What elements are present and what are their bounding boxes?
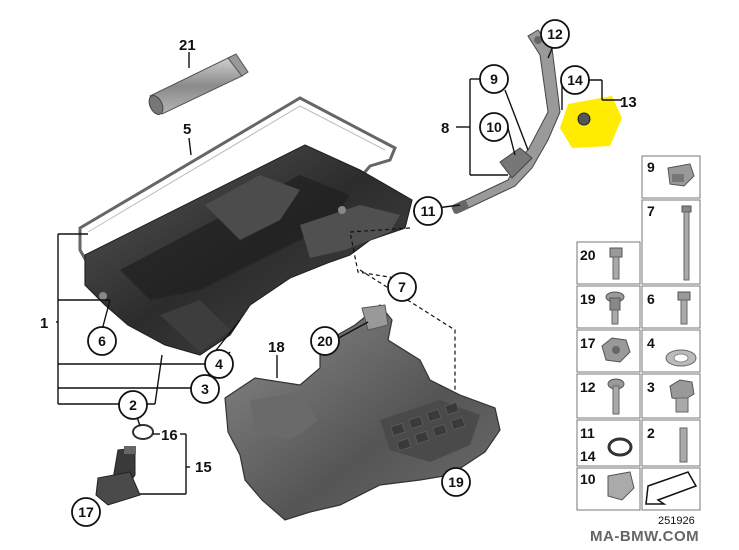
- label-18: 18: [268, 339, 285, 356]
- tube-part-21: [148, 53, 249, 115]
- label-21: 21: [179, 37, 196, 54]
- callout-9: 9: [479, 64, 509, 94]
- legend-label-12: 12: [580, 379, 596, 395]
- svg-text:9: 9: [490, 71, 498, 87]
- watermark: MA-BMW.COM: [590, 528, 699, 545]
- legend-label-14: 14: [580, 448, 596, 464]
- legend-label-2: 2: [647, 425, 655, 441]
- callout-11: 11: [413, 196, 443, 226]
- callout-7: 7: [387, 272, 417, 302]
- legend-label-19: 19: [580, 291, 596, 307]
- oring-part-16: [132, 424, 154, 440]
- collar-bolt-icon-19: [605, 291, 625, 325]
- dipstick-guide-part-8: [451, 29, 561, 214]
- svg-text:11: 11: [421, 203, 436, 219]
- oring-part-14: [577, 112, 591, 126]
- hardware-legend-table: [576, 155, 701, 511]
- label-13: 13: [620, 94, 637, 111]
- oil-pan-part-1: [84, 144, 413, 356]
- clip-icon-10: [607, 471, 635, 501]
- bolt-icon-20: [609, 247, 623, 280]
- leader-lines-part-15: [135, 413, 190, 495]
- legend-label-4: 4: [647, 335, 655, 351]
- svg-text:10: 10: [486, 119, 502, 135]
- legend-label-6: 6: [647, 291, 655, 307]
- svg-text:19: 19: [448, 474, 464, 490]
- washer-icon-4: [665, 349, 697, 367]
- oil-sensor-part-17: [95, 446, 141, 506]
- legend-label-9: 9: [647, 159, 655, 175]
- callout-2: 2: [118, 390, 148, 420]
- stud-bolt-icon-6: [677, 291, 691, 325]
- svg-text:6: 6: [98, 333, 106, 349]
- bolt-icon-12: [607, 378, 625, 415]
- svg-text:20: 20: [317, 333, 333, 349]
- dashed-leader-7: [349, 227, 411, 279]
- svg-text:3: 3: [201, 381, 209, 397]
- svg-text:17: 17: [78, 504, 94, 520]
- legend-label-20: 20: [580, 247, 596, 263]
- label-8: 8: [441, 120, 449, 137]
- callout-12: 12: [540, 19, 570, 49]
- callout-19: 19: [441, 467, 471, 497]
- label-15: 15: [195, 459, 212, 476]
- clip-icon-9: [667, 163, 695, 187]
- diagram-number: 251926: [658, 515, 695, 527]
- label-5: 5: [183, 121, 191, 138]
- heat-shield-part-18: [224, 304, 501, 521]
- callout-14: 14: [560, 65, 590, 95]
- nut-icon-17: [601, 337, 631, 363]
- callout-10: 10: [479, 112, 509, 142]
- callout-17: 17: [71, 497, 101, 527]
- legend-label-11: 11: [580, 425, 595, 441]
- label-16: 16: [161, 427, 178, 444]
- label-1: 1: [40, 315, 48, 332]
- highlight-part-13: [560, 96, 622, 148]
- callout-3: 3: [190, 374, 220, 404]
- svg-text:2: 2: [129, 397, 137, 413]
- legend-label-7: 7: [647, 203, 655, 219]
- long-bolt-icon-7: [681, 205, 692, 281]
- oring-icon-14: [607, 437, 633, 457]
- svg-text:12: 12: [547, 26, 563, 42]
- callout-4: 4: [204, 349, 234, 379]
- legend-label-10: 10: [580, 471, 596, 487]
- legend-label-17: 17: [580, 335, 596, 351]
- callout-6: 6: [87, 326, 117, 356]
- svg-text:14: 14: [567, 72, 583, 88]
- legend-label-3: 3: [647, 379, 655, 395]
- svg-text:7: 7: [398, 279, 406, 295]
- svg-text:4: 4: [215, 356, 223, 372]
- stud-icon-2: [679, 427, 688, 463]
- callout-20: 20: [310, 326, 340, 356]
- arrow-icon: [645, 471, 698, 505]
- drain-plug-icon-3: [669, 379, 695, 413]
- leader-20: [334, 321, 369, 341]
- leader-5: [188, 137, 192, 156]
